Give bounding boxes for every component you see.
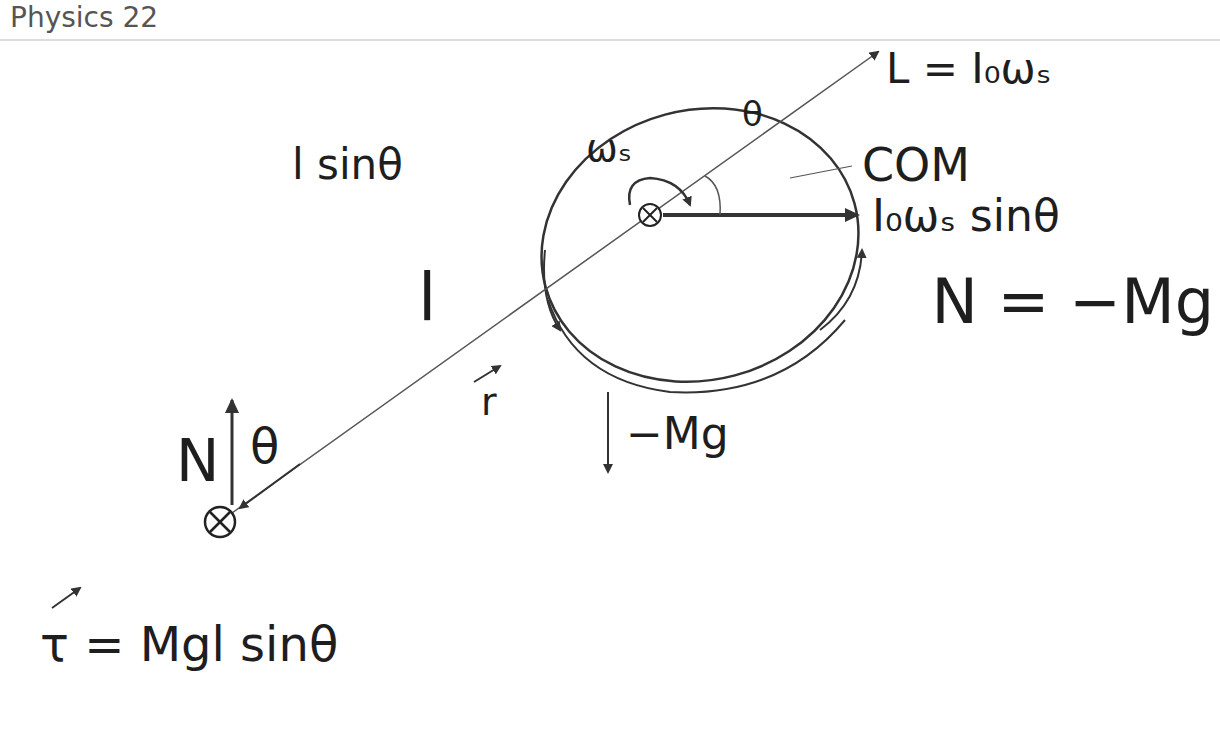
label: N = −Mg [931,268,1214,336]
label: τ = Mgl sinθ [40,618,338,671]
weight-arrow [607,392,609,472]
normal-force-arrow [231,400,234,505]
axis-line [232,52,878,513]
page-rule [0,40,1220,41]
label: Physics 22 [10,3,158,34]
label: ωₛ [586,128,632,170]
vector-mark [52,588,80,608]
label: l [418,262,436,335]
rim-arrow [544,250,560,330]
spin-arrow [629,178,690,205]
rim-arrow [820,250,862,330]
com-symbol [639,204,661,226]
vector-mark [474,366,500,382]
disc-rim [548,300,845,392]
spinning-disc [511,73,890,417]
leader-line [790,166,852,178]
label: θ [250,420,279,473]
label: COM [862,140,970,191]
label: r [478,382,500,424]
label: −Mg [626,410,729,458]
label: N [176,430,219,494]
label: I₀ωₛ sinθ [872,192,1060,240]
angle-arc [705,176,720,215]
label: l sinθ [292,142,403,188]
label: L = I₀ωₛ [886,46,1051,92]
horizontal-component-arrow [663,213,858,217]
pivot-symbol [205,507,235,537]
label: θ [742,96,763,133]
